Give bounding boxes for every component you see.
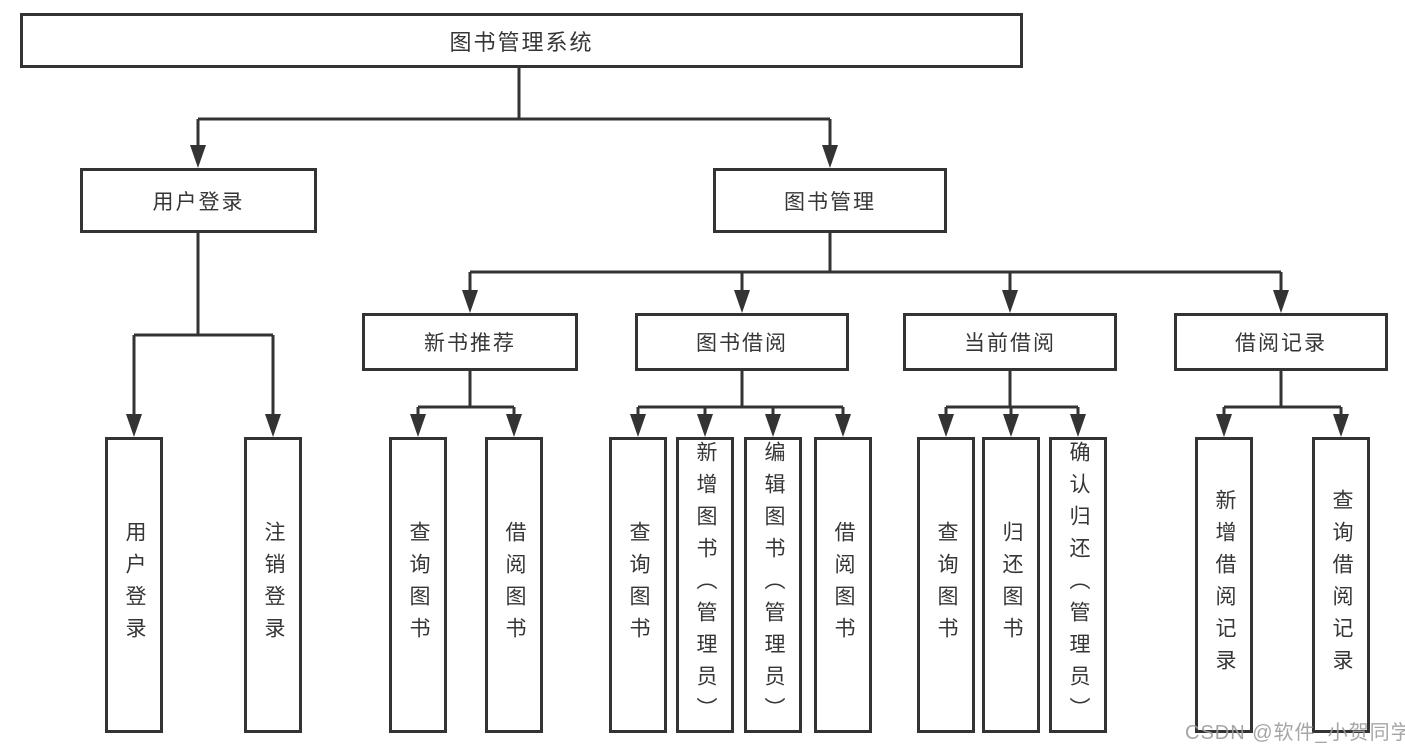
leaf-borrow-books-borrowing: 借阅图书 — [814, 437, 872, 733]
node-borrowing-records: 借阅记录 — [1174, 313, 1388, 371]
leaf-return-book: 归还图书 — [982, 437, 1040, 733]
csdn-watermark: CSDN @软件_小贺同学 — [1185, 722, 1405, 744]
leaf-label: 确认归还（管理员） — [1067, 441, 1090, 729]
leaf-label: 新增借阅记录 — [1213, 489, 1236, 681]
node-label: 图书管理系统 — [449, 29, 594, 55]
leaf-borrow-books-recommend: 借阅图书 — [485, 437, 543, 733]
leaf-label: 借阅图书 — [503, 521, 526, 649]
leaf-label: 归还图书 — [1000, 521, 1023, 649]
leaf-label: 查询图书 — [627, 521, 650, 649]
node-user-login-module: 用户登录 — [80, 168, 317, 233]
leaf-query-books-recommend: 查询图书 — [389, 437, 447, 733]
node-label: 当前借阅 — [964, 332, 1056, 355]
node-new-book-recommendation: 新书推荐 — [362, 313, 578, 371]
leaf-query-books-borrowing: 查询图书 — [609, 437, 667, 733]
node-label: 图书管理 — [784, 190, 876, 214]
leaf-add-borrow-record: 新增借阅记录 — [1195, 437, 1253, 733]
node-label: 用户登录 — [152, 190, 245, 214]
leaf-label: 新增图书（管理员） — [694, 441, 717, 729]
leaf-confirm-return-admin: 确认归还（管理员） — [1049, 437, 1107, 733]
node-label: 新书推荐 — [424, 332, 516, 355]
leaf-query-books-current: 查询图书 — [917, 437, 975, 733]
leaf-label: 用户登录 — [123, 521, 146, 649]
leaf-query-borrow-record: 查询借阅记录 — [1312, 437, 1370, 733]
leaf-label: 借阅图书 — [832, 521, 855, 649]
node-label: 借阅记录 — [1235, 332, 1327, 355]
leaf-label: 查询借阅记录 — [1330, 489, 1353, 681]
leaf-edit-book-admin: 编辑图书（管理员） — [744, 437, 802, 733]
leaf-label: 注销登录 — [262, 521, 285, 649]
leaf-label: 查询图书 — [407, 521, 430, 649]
node-current-borrowing: 当前借阅 — [903, 313, 1117, 371]
node-label: 图书借阅 — [696, 332, 788, 355]
leaf-add-book-admin: 新增图书（管理员） — [676, 437, 734, 733]
node-book-borrowing: 图书借阅 — [635, 313, 849, 371]
leaf-user-login: 用户登录 — [105, 437, 163, 733]
leaf-label: 编辑图书（管理员） — [762, 441, 785, 729]
leaf-label: 查询图书 — [935, 521, 958, 649]
node-book-management-module: 图书管理 — [713, 168, 947, 233]
node-library-management-system: 图书管理系统 — [20, 13, 1023, 68]
leaf-logout: 注销登录 — [244, 437, 302, 733]
